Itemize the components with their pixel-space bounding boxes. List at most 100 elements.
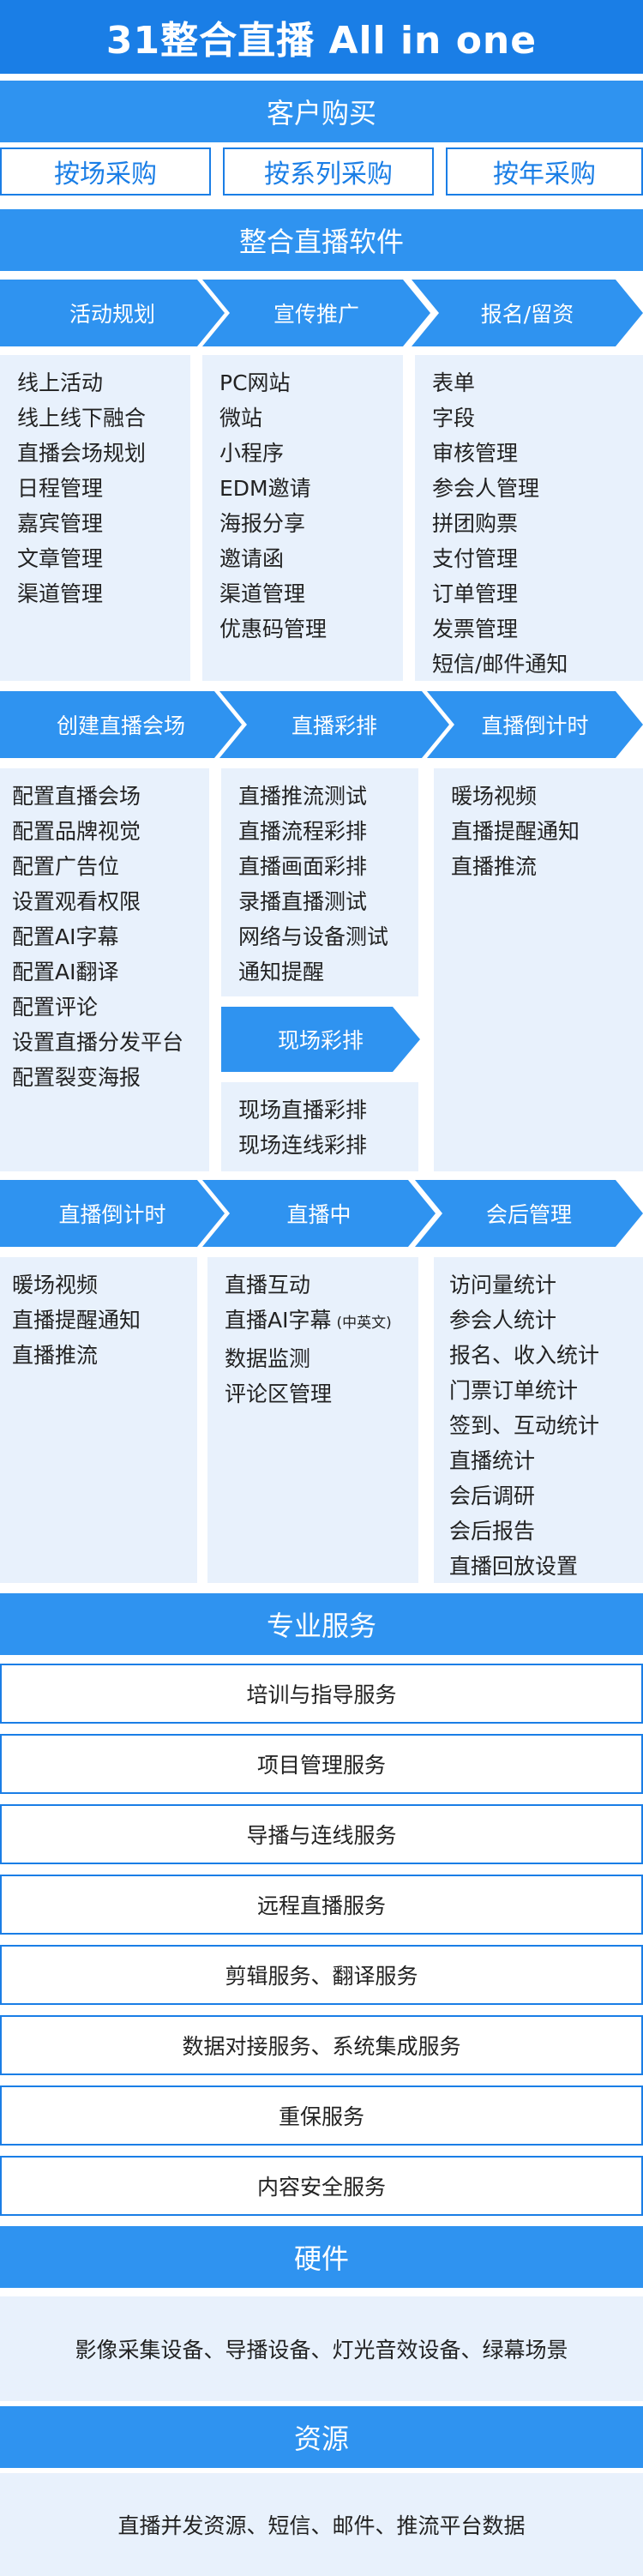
- resources-description: 直播并发资源、短信、邮件、推流平台数据: [0, 2473, 643, 2576]
- software-row3-steps: 直播倒计时 直播中 会后管理: [0, 1180, 643, 1247]
- step-promotion: 宣传推广: [202, 280, 430, 346]
- list-item: 直播提醒通知: [12, 1308, 141, 1333]
- list-item: 线上线下融合: [17, 406, 147, 430]
- panel-activity-planning: 线上活动 线上线下融合 直播会场规划 日程管理 嘉宾管理 文章管理 渠道管理: [0, 355, 190, 681]
- list-item: 现场直播彩排: [238, 1098, 368, 1122]
- step-create-venue: 创建直播会场: [0, 691, 242, 758]
- list-item: 渠道管理: [17, 581, 104, 606]
- list-item: EDM邀请: [219, 476, 311, 501]
- list-item: 日程管理: [17, 476, 104, 501]
- list-item: 直播推流: [12, 1343, 99, 1368]
- resources-heading: 资源: [0, 2406, 643, 2468]
- panel-rehearsal: 直播推流测试 直播流程彩排 直播画面彩排 录播直播测试 网络与设备测试 通知提醒: [221, 768, 418, 996]
- list-item: 优惠码管理: [219, 617, 328, 641]
- list-item: 会后报告: [449, 1519, 536, 1544]
- list-item: 订单管理: [432, 581, 519, 606]
- list-item: 报名、收入统计: [449, 1343, 600, 1368]
- list-item: 直播统计: [449, 1448, 536, 1473]
- language-note: (中英文): [336, 1315, 392, 1332]
- list-item: 邀请函: [219, 546, 285, 571]
- list-item: 直播会场规划: [17, 441, 147, 466]
- page-title: 31整合直播 All in one: [0, 0, 643, 74]
- list-item: 文章管理: [17, 546, 104, 571]
- list-item: 渠道管理: [219, 581, 306, 606]
- list-item: 配置AI翻译: [12, 960, 119, 984]
- step-registration: 报名/留资: [412, 280, 643, 346]
- list-item: 直播互动: [225, 1273, 311, 1297]
- list-item: 参会人统计: [449, 1308, 557, 1333]
- list-item: 审核管理: [432, 441, 519, 466]
- list-item: 直播推流测试: [238, 784, 368, 809]
- list-item: 配置评论: [12, 995, 99, 1020]
- list-item: 直播提醒通知: [451, 819, 580, 844]
- list-item: 直播流程彩排: [238, 819, 368, 844]
- service-assurance[interactable]: 重保服务: [0, 2085, 643, 2146]
- panel-registration: 表单 字段 审核管理 参会人管理 拼团购票 支付管理 订单管理 发票管理 短信/…: [415, 355, 643, 681]
- panel-live: 直播互动 直播AI字幕(中英文) 数据监测 评论区管理: [207, 1257, 418, 1583]
- list-item: 会后调研: [449, 1484, 536, 1508]
- software-heading: 整合直播软件: [0, 209, 643, 271]
- purchase-heading: 客户购买: [0, 81, 643, 142]
- list-item: 设置观看权限: [12, 889, 141, 914]
- list-item: 直播AI字幕(中英文): [225, 1303, 406, 1341]
- list-item: 海报分享: [219, 511, 306, 536]
- purchase-options: 按场采购 按系列采购 按年采购: [0, 147, 643, 199]
- step-countdown: 直播倒计时: [427, 691, 643, 758]
- list-item: 门票订单统计: [449, 1378, 579, 1403]
- list-item-text: 直播AI字幕: [225, 1308, 332, 1333]
- service-project-management[interactable]: 项目管理服务: [0, 1734, 643, 1794]
- step-activity-planning: 活动规划: [0, 280, 225, 346]
- software-row2-steps: 创建直播会场 直播彩排 直播倒计时: [0, 691, 643, 758]
- list-item: 录播直播测试: [238, 889, 368, 914]
- list-item: 微站: [219, 406, 263, 430]
- list-item: 支付管理: [432, 546, 519, 571]
- list-item: 数据监测: [225, 1346, 311, 1371]
- hardware-heading: 硬件: [0, 2226, 643, 2288]
- service-content-security[interactable]: 内容安全服务: [0, 2156, 643, 2216]
- list-item: 签到、互动统计: [449, 1413, 600, 1438]
- panel-onsite-rehearsal: 现场直播彩排 现场连线彩排: [221, 1082, 418, 1171]
- list-item: 通知提醒: [238, 960, 325, 984]
- list-item: 网络与设备测试: [238, 924, 389, 949]
- list-item: 发票管理: [432, 617, 519, 641]
- step-rehearsal: 直播彩排: [219, 691, 449, 758]
- list-item: 嘉宾管理: [17, 511, 104, 536]
- list-item: 配置广告位: [12, 854, 120, 879]
- service-training[interactable]: 培训与指导服务: [0, 1664, 643, 1724]
- list-item: PC网站: [219, 370, 291, 395]
- list-item: 现场连线彩排: [238, 1133, 368, 1158]
- list-item: 短信/邮件通知: [432, 652, 568, 677]
- step-post-event: 会后管理: [415, 1180, 643, 1247]
- list-item: 直播画面彩排: [238, 854, 368, 879]
- step-onsite-rehearsal: 现场彩排: [221, 1007, 420, 1072]
- services-heading: 专业服务: [0, 1593, 643, 1655]
- list-item: 线上活动: [17, 370, 104, 395]
- service-directing[interactable]: 导播与连线服务: [0, 1804, 643, 1864]
- list-item: 拼团购票: [432, 511, 519, 536]
- purchase-per-year-button[interactable]: 按年采购: [446, 147, 643, 196]
- panel-promotion: PC网站 微站 小程序 EDM邀请 海报分享 邀请函 渠道管理 优惠码管理: [202, 355, 403, 681]
- list-item: 设置直播分发平台: [12, 1030, 184, 1055]
- purchase-per-series-button[interactable]: 按系列采购: [223, 147, 434, 196]
- software-row1-steps: 活动规划 宣传推广 报名/留资: [0, 280, 643, 346]
- service-editing-translation[interactable]: 剪辑服务、翻译服务: [0, 1945, 643, 2005]
- list-item: 直播回放设置: [449, 1554, 579, 1579]
- list-item: 配置直播会场: [12, 784, 141, 809]
- list-item: 字段: [432, 406, 476, 430]
- step-live: 直播中: [202, 1180, 436, 1247]
- purchase-per-event-button[interactable]: 按场采购: [0, 147, 211, 196]
- list-item: 暖场视频: [12, 1273, 99, 1297]
- list-item: 访问量统计: [449, 1273, 557, 1297]
- service-remote-live[interactable]: 远程直播服务: [0, 1875, 643, 1935]
- list-item: 配置品牌视觉: [12, 819, 141, 844]
- panel-countdown: 暖场视频 直播提醒通知 直播推流: [434, 768, 643, 1171]
- hardware-description: 影像采集设备、导播设备、灯光音效设备、绿幕场景: [0, 2296, 643, 2401]
- list-item: 直播推流: [451, 854, 538, 879]
- list-item: 配置AI字幕: [12, 924, 119, 949]
- list-item: 小程序: [219, 441, 285, 466]
- panel-countdown-2: 暖场视频 直播提醒通知 直播推流: [0, 1257, 197, 1583]
- service-data-integration[interactable]: 数据对接服务、系统集成服务: [0, 2015, 643, 2075]
- panel-create-venue: 配置直播会场 配置品牌视觉 配置广告位 设置观看权限 配置AI字幕 配置AI翻译…: [0, 768, 209, 1171]
- list-item: 评论区管理: [225, 1381, 333, 1406]
